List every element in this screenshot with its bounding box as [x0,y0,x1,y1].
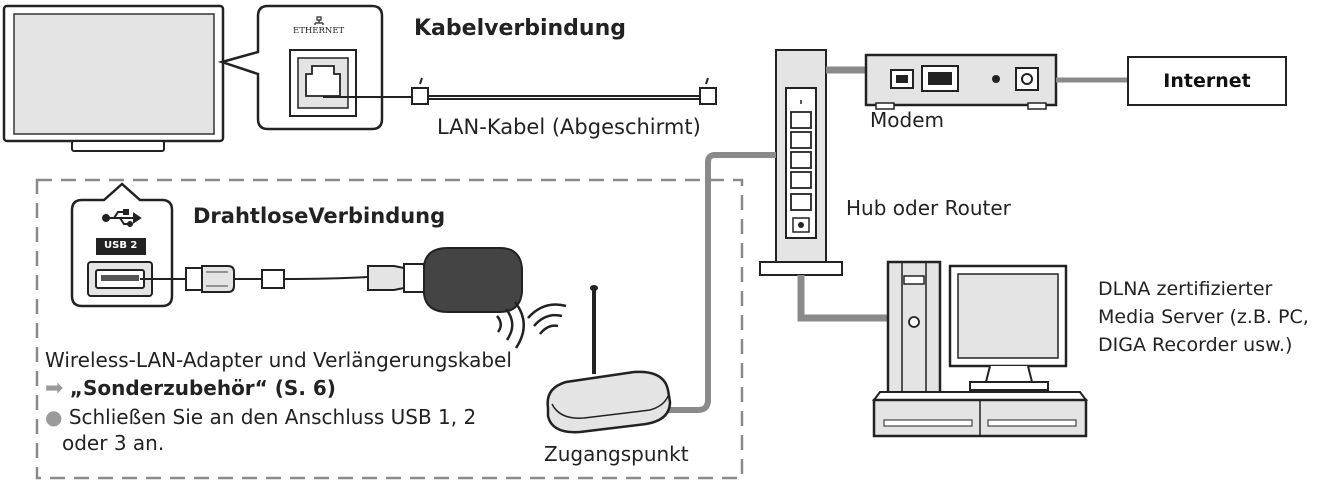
arrow-right-icon: ➡ [45,376,64,401]
usb-icon [102,209,142,227]
dlna-line-2: Media Server (z.B. PC, [1098,306,1309,328]
wifi-signal-icon [496,301,525,349]
pc-tower [886,260,942,416]
usb-extension-cable [140,263,425,293]
bullet-icon: ● [45,405,63,429]
ethernet-callout [217,4,384,131]
ethernet-icon [314,16,324,25]
usb-label-badge [96,238,146,255]
wireless-connection-title: DrahtloseVerbindung [193,204,446,228]
note-line-1: ● Schließen Sie an den Anschluss USB 1, … [45,406,476,429]
usb-callout [70,182,174,308]
access-point-signal-icon [527,303,567,335]
wireless-lan-adapter [423,247,523,313]
adapter-description: Wireless-LAN-Adapter und Verlängerungska… [45,348,512,372]
lan-cable-label: LAN-Kabel (Abgeschirmt) [437,115,701,139]
pc-monitor [948,264,1068,391]
reference-line: ➡ „Sonderzubehör“ (S. 6) [45,376,336,401]
router-pc-cable [797,275,888,322]
wireless-area-frame [35,178,744,480]
note-text-1: Schließen Sie an den Anschluss USB 1, 2 [68,405,477,429]
router-accesspoint-cable [668,152,776,413]
diga-recorder [872,391,1088,438]
tv-device [2,4,225,152]
reference-text: „Sonderzubehör“ (S. 6) [69,376,336,400]
modem-label: Modem [870,108,944,132]
internet-box [1127,56,1287,106]
access-point-label: Zugangspunkt [544,442,689,466]
lan-cable [323,77,717,105]
hub-router-label: Hub oder Router [846,196,1011,220]
hub-router-device [759,49,843,276]
ethernet-port [305,65,341,97]
note-line-2: oder 3 an. [62,431,165,455]
modem-device [864,53,1058,110]
ethernet-port-label: ETHERNET [293,26,345,36]
dlna-line-3: DIGA Recorder usw.) [1098,334,1293,356]
usb-port-label: USB 2 [104,240,138,251]
dlna-line-1: DLNA zertifizierter [1098,278,1273,300]
access-point-device [546,285,672,434]
internet-label: Internet [1163,70,1251,92]
cable-connection-title: Kabelverbindung [414,16,626,41]
